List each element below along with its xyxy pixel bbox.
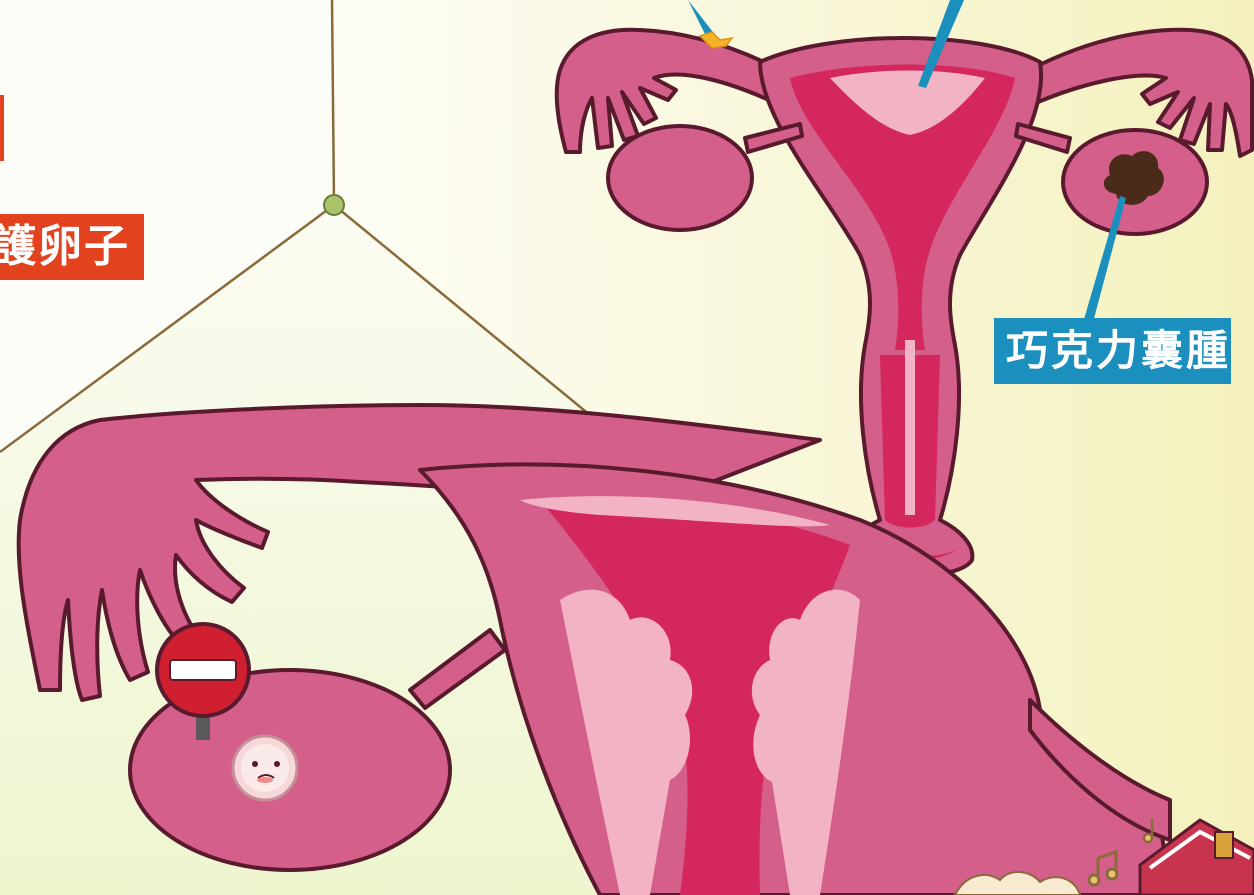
label-protect-egg-text: 護卵子 bbox=[0, 225, 130, 269]
label-chocolate-cyst: 巧克力囊腫 bbox=[994, 318, 1231, 384]
label-protect-egg: 護卵子 bbox=[0, 214, 144, 280]
red-accent-bar bbox=[0, 95, 4, 161]
ovary-left-top bbox=[608, 126, 752, 230]
connector-dot bbox=[324, 195, 344, 215]
egg-cell-icon bbox=[233, 736, 297, 800]
label-chocolate-cyst-text: 巧克力囊腫 bbox=[1006, 330, 1231, 372]
cervical-canal-top bbox=[905, 340, 915, 515]
